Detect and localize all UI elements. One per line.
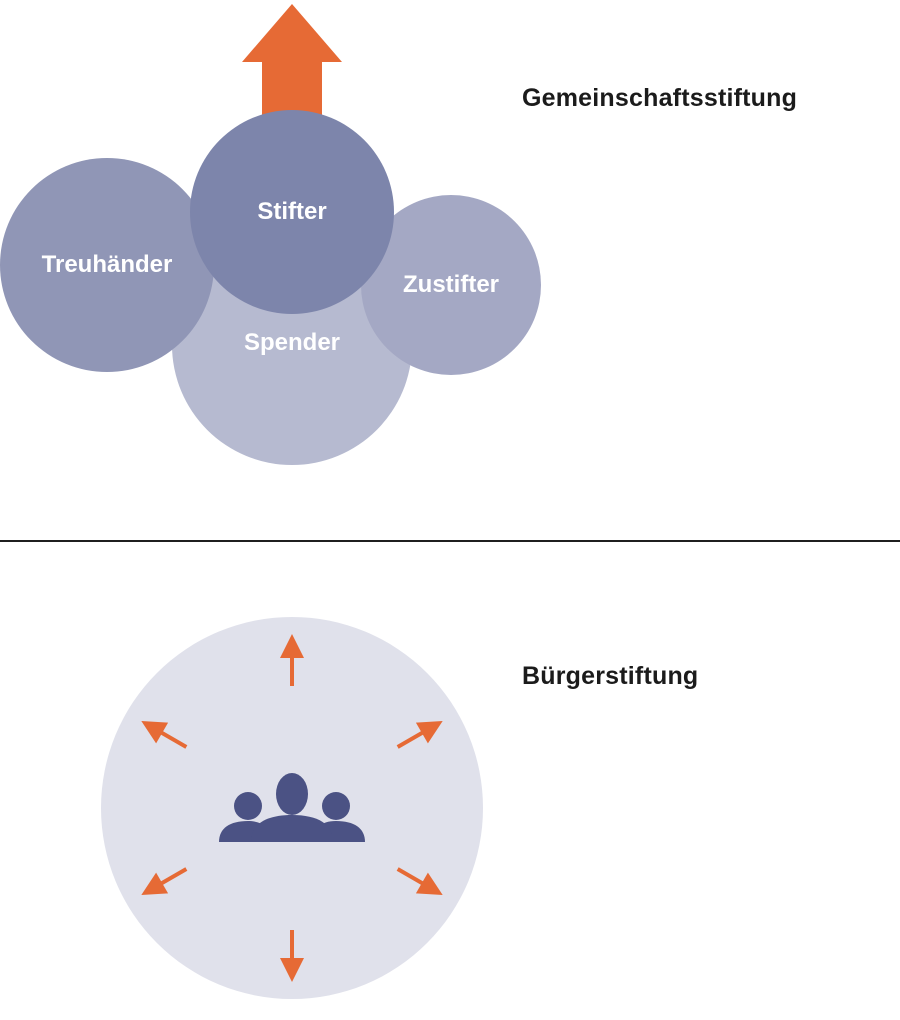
spender-label: Spender [244,329,340,356]
zustifter-circle [361,195,541,375]
arrow-outward-icon [280,634,304,686]
section-divider [0,540,900,542]
arrow-up-icon [242,4,342,128]
people-group-icon [219,773,365,842]
arrow-outward-icon [280,930,304,982]
treuhaender-circle [0,158,214,372]
arrow-outward-icon [141,721,188,749]
arrow-outward-icon [141,867,188,895]
arrow-outward-icon [396,721,443,749]
citizens-foundation-diagram [101,617,483,999]
community-foundation-diagram: Stifter Treuhänder Zustifter Spender [0,4,541,465]
arrow-outward-icon [396,867,443,895]
citizens-foundation-title: Bürgerstiftung [522,662,699,690]
zustifter-label: Zustifter [403,271,499,298]
community-foundation-title: Gemeinschaftsstiftung [522,84,798,112]
stifter-label: Stifter [257,198,326,225]
citizens-foundation-section: Bürgerstiftung [0,542,900,1020]
treuhaender-label: Treuhänder [42,251,173,278]
stifter-circle [190,110,394,314]
community-foundation-section: Stifter Treuhänder Zustifter Spender Gem… [0,4,798,465]
